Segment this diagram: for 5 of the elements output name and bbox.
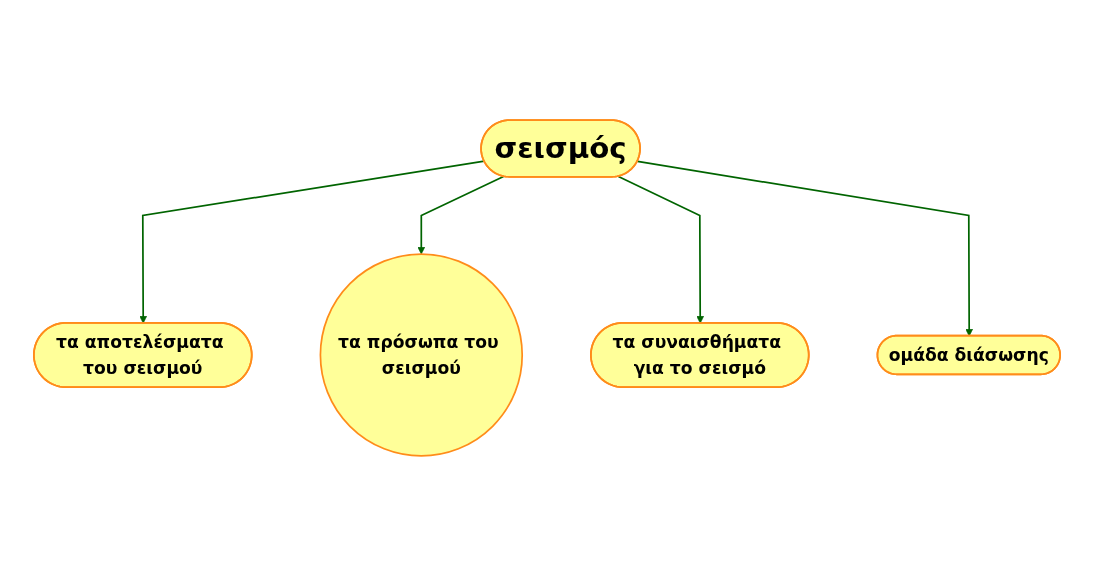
node-circle: τα πρόσωπα του σεισμού xyxy=(319,253,523,457)
arrow xyxy=(617,175,704,324)
arrow xyxy=(636,160,973,337)
arrow xyxy=(417,175,504,255)
arrow xyxy=(138,160,485,324)
